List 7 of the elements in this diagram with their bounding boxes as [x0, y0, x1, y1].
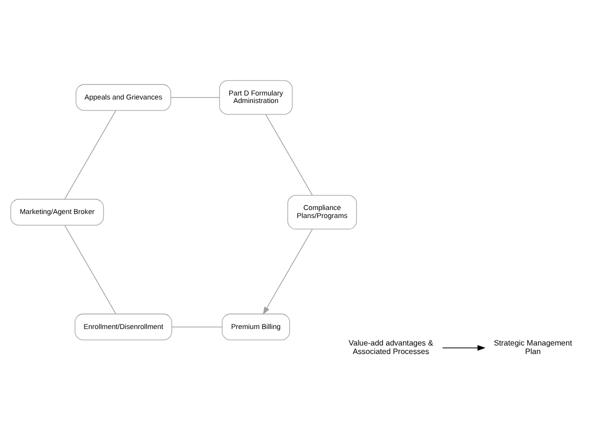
connector	[170, 96, 220, 98]
connector	[64, 110, 116, 199]
connector	[171, 326, 222, 327]
connector	[265, 114, 313, 196]
connector	[64, 224, 116, 314]
arrow	[442, 344, 486, 350]
arrow	[262, 228, 313, 314]
